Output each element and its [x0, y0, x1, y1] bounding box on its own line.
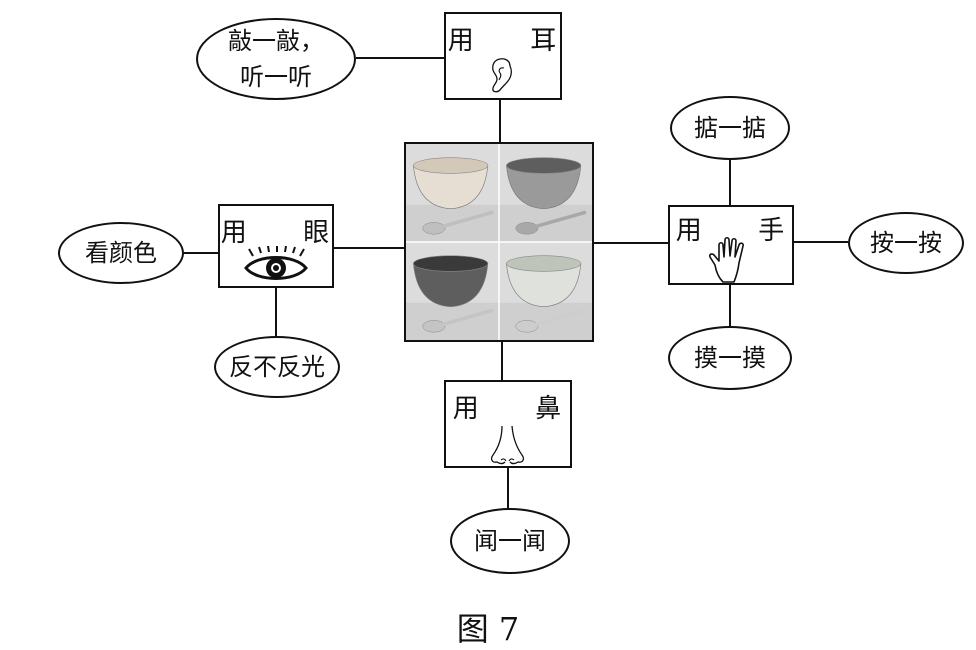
bowl-rim: [506, 157, 582, 174]
bowl: [413, 263, 489, 307]
action-press: 按一按: [848, 212, 964, 274]
action-squeeze: 掂一掂: [670, 96, 790, 160]
bowl: [506, 263, 582, 307]
bowls-spoons-image: [406, 144, 592, 340]
nose-sense-label-use: 用: [452, 394, 481, 424]
eye-icon: [244, 246, 308, 280]
spoon-bowl: [422, 222, 446, 235]
bowl-rim: [413, 157, 489, 174]
spoon-handle: [534, 308, 587, 327]
eye-sense-label-use: 用: [220, 218, 249, 248]
action-tap-listen: 敲一敲， 听一听: [196, 18, 356, 100]
action-see-color: 看颜色: [58, 222, 184, 284]
action-reflect: 反不反光: [214, 336, 340, 398]
nose-icon: [490, 425, 525, 465]
bowls-spoons-photo: [404, 142, 594, 342]
hand-sense-box: 用 手: [668, 205, 794, 285]
bowl-rim: [413, 255, 489, 272]
eye-sense-label: 用 眼: [220, 212, 332, 249]
ear-icon: [492, 58, 512, 93]
hand-sense-label: 用 手: [670, 210, 792, 247]
spoon-handle: [441, 308, 494, 327]
hand-sense-label-use: 用: [675, 216, 704, 246]
figure-caption: 图 7: [456, 610, 520, 648]
ear-sense-label: 用 耳: [446, 20, 560, 57]
ear-sense-label-organ: 耳: [530, 26, 559, 56]
spoon-handle: [441, 210, 494, 229]
ear-sense-box: 用 耳: [444, 12, 562, 100]
hand-icon: [709, 236, 744, 283]
bowl: [413, 165, 489, 209]
hand-sense-label-organ: 手: [758, 216, 787, 246]
nose-sense-box: 用 鼻: [444, 380, 572, 468]
ear-sense-label-use: 用: [447, 26, 476, 56]
bowl: [506, 165, 582, 209]
spoon-bowl: [515, 320, 539, 333]
action-touch: 摸一摸: [668, 326, 792, 390]
eye-sense-label-organ: 眼: [303, 218, 332, 248]
bowl-rim: [506, 255, 582, 272]
nose-sense-label: 用 鼻: [446, 388, 570, 425]
eye-sense-box: 用 眼: [218, 204, 334, 288]
action-smell: 闻一闻: [450, 508, 570, 574]
nose-sense-label-organ: 鼻: [535, 394, 564, 424]
spoon-bowl: [422, 320, 446, 333]
spoon-bowl: [515, 222, 539, 235]
spoon-handle: [534, 210, 587, 229]
